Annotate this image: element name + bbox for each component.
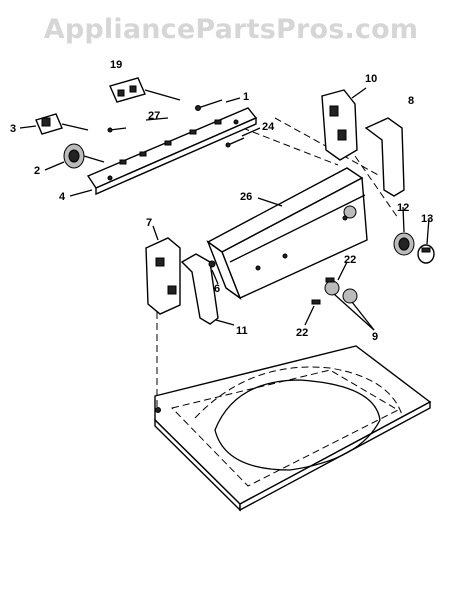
label-4: 4 (59, 191, 66, 203)
cabinet-top-frame (154, 345, 432, 512)
mounting-bracket (86, 107, 258, 196)
label-22-top: 22 (344, 254, 356, 266)
label-3: 3 (10, 123, 16, 135)
watermark-text: AppliancePartsPros.com (43, 14, 419, 45)
label-6: 6 (214, 283, 220, 295)
part-11-end-cap (180, 253, 219, 325)
label-13: 13 (421, 213, 433, 225)
part-10-bracket (321, 87, 367, 161)
label-1: 1 (243, 91, 249, 103)
part-19-switch (109, 77, 181, 103)
console-panel (206, 167, 368, 300)
part-2-timer (63, 143, 105, 169)
label-26: 26 (240, 191, 252, 203)
label-27: 27 (148, 110, 160, 122)
part-3-switch (35, 113, 89, 135)
label-19: 19 (110, 59, 122, 71)
screw-parts (107, 99, 245, 148)
label-24: 24 (262, 121, 275, 133)
label-7: 7 (146, 217, 152, 229)
label-9: 9 (372, 331, 378, 343)
label-12: 12 (397, 202, 409, 214)
part-8-end-cap (364, 117, 405, 197)
part-6-clip (208, 260, 216, 268)
label-11: 11 (236, 325, 248, 337)
label-22-bottom: 22 (296, 327, 308, 339)
part-7-end-bracket (145, 237, 181, 315)
part-12-13-knob (393, 232, 435, 264)
label-2: 2 (34, 165, 40, 177)
label-10: 10 (365, 73, 377, 85)
leader-lines (19, 97, 430, 331)
part-9-knobs (311, 277, 358, 305)
label-8: 8 (408, 95, 414, 107)
